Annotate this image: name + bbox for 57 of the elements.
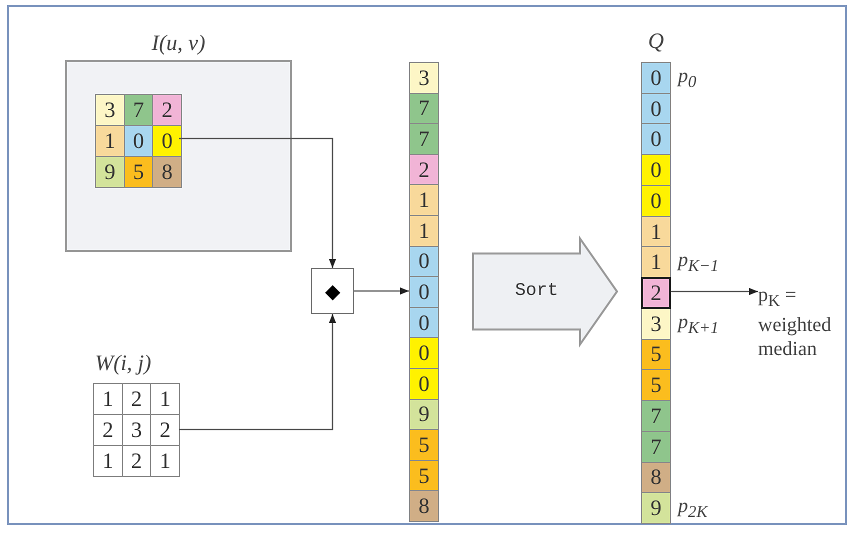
index-label: p$_{2K}$ [678,495,708,522]
vector-cell: 5 [409,429,439,461]
vector-label: Q [648,28,664,54]
vector-cell: 0 [409,368,439,400]
vector-cell: 0 [641,123,671,156]
vector-cell: 3 [409,62,439,94]
vector-cell: 0 [641,184,671,217]
vector-cell: 1 [409,184,439,216]
vector-cell: 0 [409,337,439,369]
vector-cell: 7 [409,92,439,124]
vector-cell: 8 [409,490,439,522]
block-arrow [472,235,618,348]
matrix-cell: 1 [150,383,180,415]
vector-cell: 9 [409,398,439,430]
arrow [354,287,409,295]
arrow [179,314,336,430]
operator-box: ◆ [311,268,354,314]
matrix-cell: 2 [152,94,182,126]
matrix-cell: 5 [124,156,154,188]
vector-cell: 2 [409,154,439,186]
index-label: p$_{0}$ [678,65,696,92]
vector-cell: 0 [641,92,671,124]
arrow [179,138,336,268]
vector-cell: 0 [641,62,671,94]
index-label: p$_{K+1}$ [678,310,719,338]
arrow [671,288,758,296]
vector-cell: 2 [641,277,671,309]
matrix-label: W(i, j) [95,350,152,376]
matrix-cell: 1 [95,125,125,157]
vector-cell: 8 [641,462,671,494]
vector-cell: 3 [641,308,671,340]
matrix-cell: 0 [152,125,182,157]
vector-cell: 0 [409,306,439,338]
image-label: I(u, v) [150,30,206,56]
matrix-cell: 0 [124,125,154,157]
vector-cell: 1 [641,216,671,248]
vector-cell: 1 [409,215,439,247]
vector-cell: 0 [641,154,671,186]
matrix-cell: 1 [150,445,180,477]
vector-cell: 7 [409,123,439,155]
vector-cell: 1 [641,246,671,278]
vector-cell: 9 [641,492,671,524]
result-label: p$_{K}$ = weighted median [758,283,832,361]
matrix-cell: 1 [93,383,123,415]
vector-cell: 7 [641,430,671,463]
vector-cell: 5 [641,338,671,370]
matrix-cell: 3 [95,94,125,126]
vector-cell: 5 [409,460,439,492]
vector-cell: 7 [641,400,671,432]
matrix-cell: 7 [124,94,154,126]
matrix-cell: 8 [152,156,182,188]
vector-cell: 0 [409,276,439,308]
vector-cell: 5 [641,369,671,402]
matrix-cell: 9 [95,156,125,188]
index-label: p$_{K−1}$ [678,249,719,276]
vector-cell: 0 [409,246,439,278]
matrix-cell: 1 [93,445,123,477]
